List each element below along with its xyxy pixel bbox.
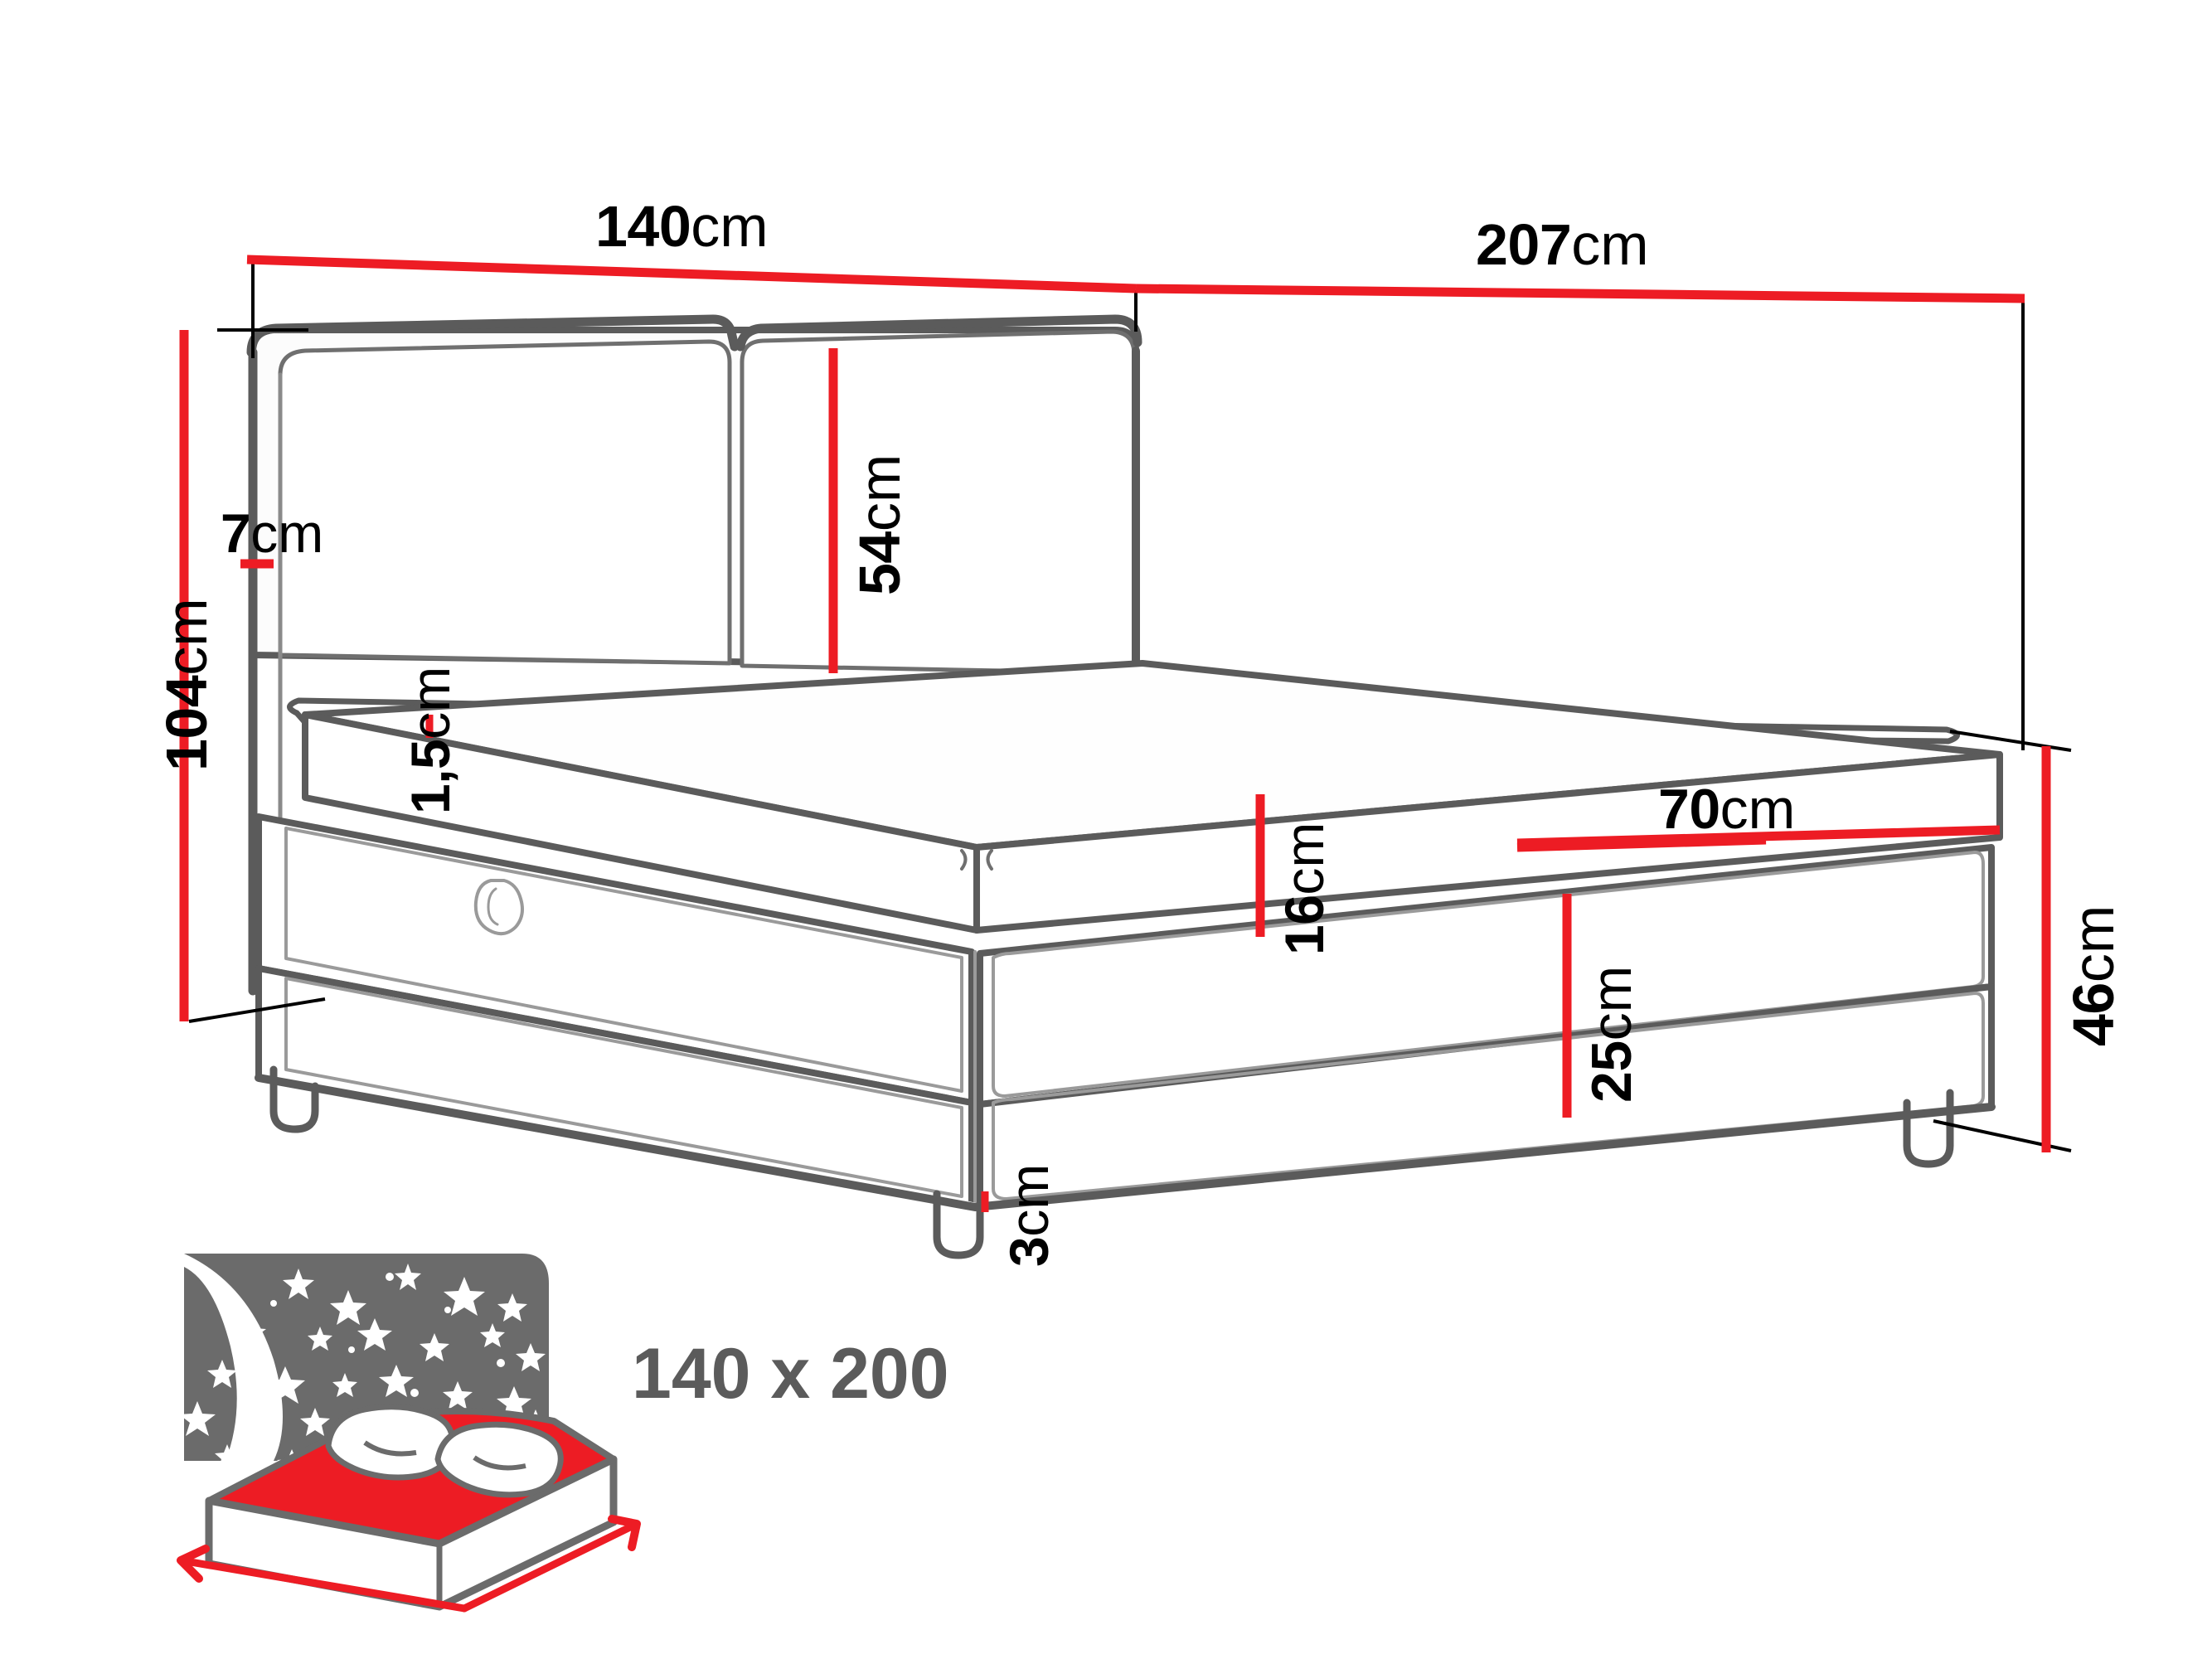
arrow-length	[460, 1520, 641, 1613]
bed-illustration	[246, 314, 2003, 1259]
arrow-width	[177, 1556, 468, 1613]
ext-line-46-top	[1949, 730, 2072, 752]
dim-54-value: 54	[847, 531, 912, 595]
arrow-width-head	[177, 1545, 210, 1583]
moon-sweep	[184, 1254, 283, 1461]
pillow-right-crease	[473, 1455, 526, 1471]
leg-front-right	[1903, 1089, 1954, 1168]
dim-70-value: 70	[1658, 778, 1720, 841]
dim-line-140	[246, 255, 1137, 293]
dimension-label-46: 46cm	[2061, 905, 2126, 1046]
dim-46-value: 46	[2061, 982, 2126, 1046]
dim-3-value: 3	[998, 1236, 1060, 1267]
dim-70-stepped-lead	[1516, 835, 1767, 852]
base-band-upper-right-seam	[992, 851, 1985, 1098]
mattress-corner-notch	[960, 849, 993, 871]
dimension-label-7: 7cm	[221, 506, 323, 560]
dimension-label-140: 140cm	[595, 197, 769, 255]
mattress-icon-arrows	[177, 1515, 641, 1613]
drawer-pull-strap-inner	[487, 887, 499, 926]
dim-104-unit: cm	[154, 598, 219, 676]
dimension-lines-red	[179, 255, 2051, 1212]
dimension-label-25: 25cm	[1580, 966, 1643, 1103]
dim-25-value: 25	[1580, 1041, 1643, 1103]
dim-54-unit: cm	[847, 454, 912, 532]
pillow-left	[325, 1404, 455, 1481]
dim-70-unit: cm	[1720, 778, 1796, 841]
dim-25-unit: cm	[1580, 965, 1643, 1041]
base-bottom-edge	[255, 1074, 1996, 1211]
dim-207-value: 207	[1476, 212, 1572, 277]
dim-7-unit: cm	[250, 502, 324, 564]
arrow-length-head	[608, 1515, 641, 1551]
dim-1-5-value: 1,5	[400, 739, 461, 814]
dim-70-step-left	[1516, 835, 1767, 852]
mattress-size-label: 140 x 200	[632, 1334, 949, 1414]
dimension-label-104: 104cm	[154, 598, 219, 771]
dimension-label-70: 70cm	[1658, 781, 1795, 837]
dim-1-5-unit: cm	[400, 666, 461, 740]
base-band-lower-right-seam	[992, 992, 1985, 1201]
pillow-right	[434, 1421, 564, 1498]
mattress-side-face-right	[973, 751, 2003, 934]
dimension-label-207: 207cm	[1476, 216, 1649, 274]
dim-3-unit: cm	[998, 1163, 1060, 1237]
extension-lines	[188, 257, 2072, 1152]
dimension-label-16: 16cm	[1273, 822, 1335, 955]
base-band-upper-left-seam	[284, 827, 963, 1093]
pillow-left-crease	[363, 1440, 417, 1457]
dim-104-value: 104	[154, 675, 219, 771]
ext-line-104-bottom	[188, 997, 326, 1023]
dimension-label-1-5: 1,5cm	[400, 666, 461, 814]
dim-16-unit: cm	[1273, 822, 1335, 895]
dimension-label-3: 3cm	[998, 1164, 1060, 1267]
dim-7-value: 7	[221, 502, 251, 564]
dim-16-value: 16	[1273, 895, 1335, 955]
dim-46-unit: cm	[2061, 905, 2126, 983]
drawer-pull-strap-icon	[473, 879, 524, 936]
base-band-lower-left-seam	[284, 977, 963, 1198]
dim-140-unit: cm	[691, 194, 769, 259]
dim-line-207	[1135, 284, 2025, 303]
dim-140-value: 140	[595, 194, 691, 259]
dim-207-unit: cm	[1571, 212, 1649, 277]
headboard-cushion-right	[740, 329, 1137, 676]
dimension-label-54: 54cm	[847, 454, 912, 595]
mattress-size-icon	[177, 1254, 641, 1613]
headboard-cushion-left	[278, 339, 732, 666]
